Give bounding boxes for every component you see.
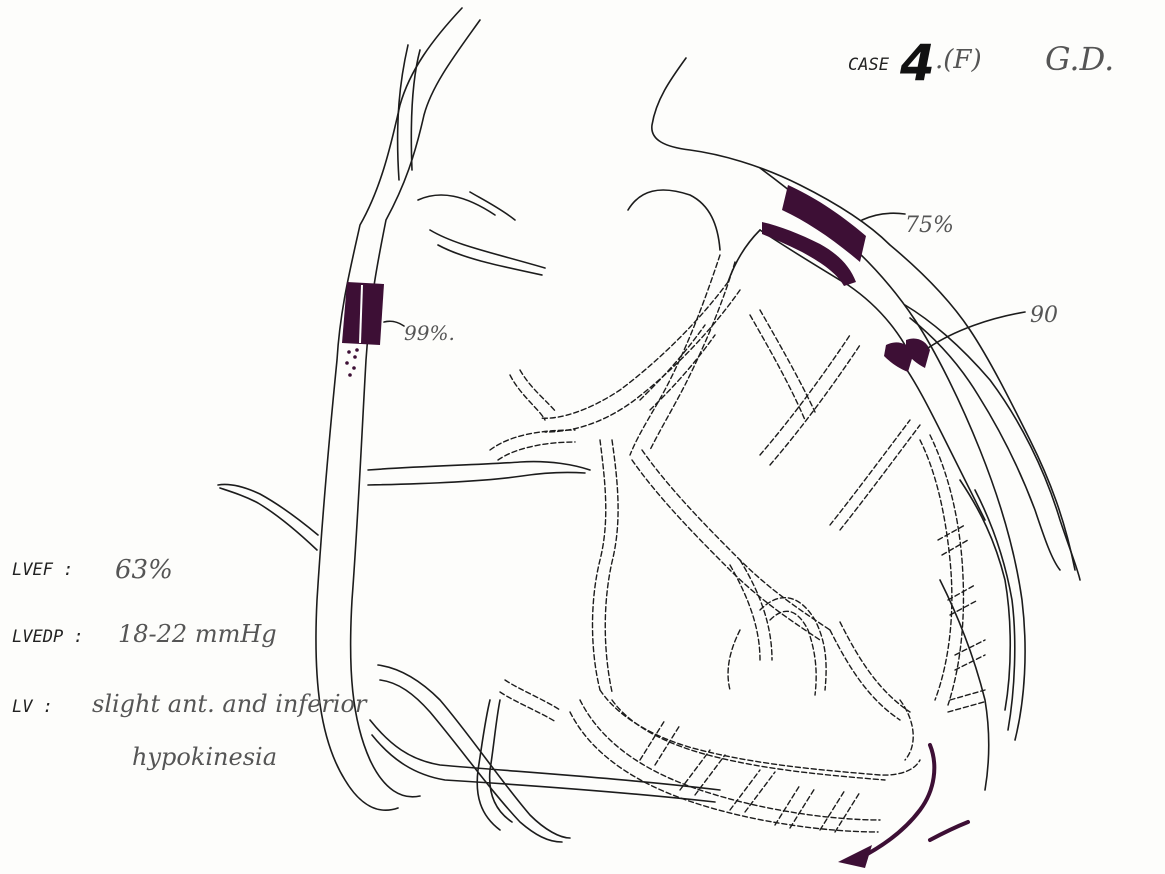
lad-stenosis-label: 75% xyxy=(905,213,954,238)
lad-leader-line xyxy=(862,213,905,220)
lvef-label: LVEF : xyxy=(12,560,73,580)
lad-stenosis-mark xyxy=(762,185,866,286)
patient-initials: G.D. xyxy=(1045,40,1114,78)
left-coronary-system xyxy=(628,58,1080,790)
rca-leader-line xyxy=(384,321,404,326)
lv-label: LV : xyxy=(12,697,53,717)
lvedp-value: 18-22 mmHg xyxy=(118,620,277,648)
apical-arrow xyxy=(838,745,968,868)
lv-value-line1: slight ant. and inferior xyxy=(92,690,368,718)
case-label: CASE xyxy=(848,55,890,75)
circumflex-leader-line xyxy=(928,312,1025,348)
circumflex-stenosis-label: 90 xyxy=(1030,303,1058,328)
lvedp-label: LVEDP : xyxy=(12,627,84,647)
lv-value-line2: hypokinesia xyxy=(132,743,277,771)
case-suffix: .(F) xyxy=(935,45,982,75)
circumflex-stenosis-mark xyxy=(884,338,930,372)
rca-stenosis-mark xyxy=(342,282,384,377)
case-number: 4 xyxy=(899,34,935,92)
lvef-value: 63% xyxy=(115,555,173,585)
rca-stenosis-label: 99%. xyxy=(404,321,455,345)
